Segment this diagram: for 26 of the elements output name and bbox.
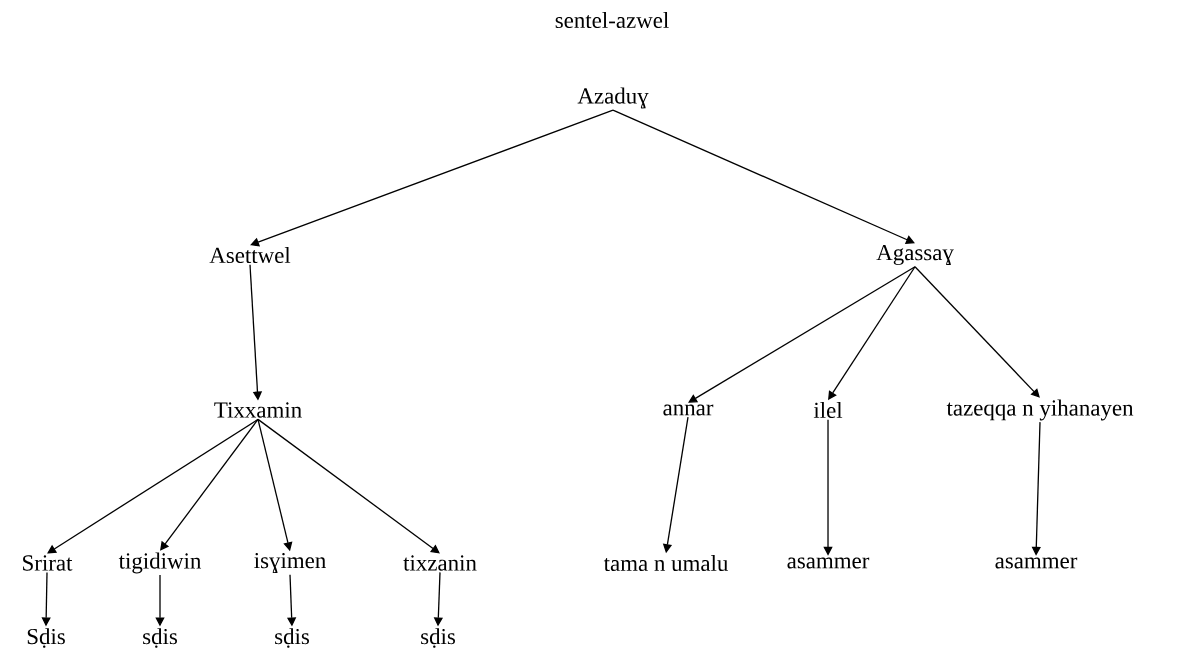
arrow: [914, 266, 1040, 398]
node-label: annar: [663, 404, 714, 416]
node-label: sḍis: [275, 628, 309, 648]
node-label: sḍis: [143, 628, 177, 648]
node-label: isɣimen: [254, 552, 326, 574]
node-label: tazeqqa n yihanayen: [946, 399, 1134, 421]
node-label: tama n umalu: [603, 554, 728, 572]
node-label: Agassaɣ: [876, 244, 954, 266]
arrow: [47, 418, 259, 554]
node-label: Azaduɣ: [577, 87, 649, 109]
node-label: Tixxamin: [214, 402, 302, 418]
node-label: asammer: [995, 557, 1078, 569]
arrow: [688, 266, 916, 403]
node-label: Srirat: [23, 555, 73, 571]
node-label: sḍis: [421, 628, 455, 648]
arrow: [250, 109, 614, 247]
node-label: Sḍis: [27, 628, 65, 648]
node-label: Asettwel: [209, 246, 291, 264]
node-label: asammer: [787, 557, 870, 569]
node-label: tigidiwin: [118, 552, 202, 574]
node-label: ilel: [813, 401, 843, 419]
arrow: [160, 418, 259, 551]
title: sentel-azwel: [555, 11, 669, 29]
node-label: tixzanin: [403, 555, 477, 571]
arrow: [612, 109, 915, 244]
arrow: [257, 418, 440, 554]
